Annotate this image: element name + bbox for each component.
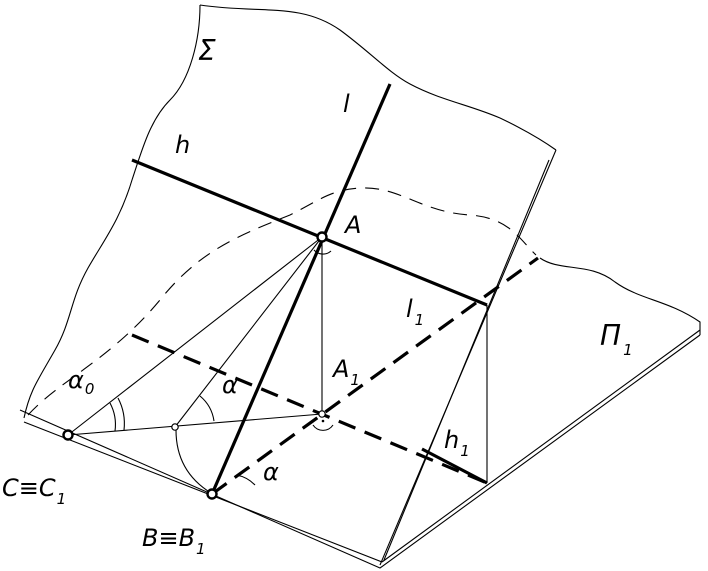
label-l: l [343, 90, 350, 118]
label-alpha0: α0 [68, 366, 94, 398]
label-A1: A1 [331, 355, 360, 389]
points [62, 231, 329, 500]
plane-pi1-front-edge-inner [23, 421, 383, 563]
arc-alpha0-outer [117, 397, 125, 431]
label-alpha-upper: α [222, 371, 238, 399]
dashed-l1-line [211, 256, 539, 496]
arc-alpha0-inner [109, 402, 116, 432]
arc-alpha-lower-left [175, 429, 212, 494]
label-A1-sub: 1 [350, 371, 360, 389]
label-B-main: B≡B [142, 524, 195, 552]
label-B: B≡B1 [142, 524, 206, 558]
label-C-sub: 1 [57, 490, 67, 508]
line-h [131, 158, 488, 307]
label-sigma: Σ [198, 34, 216, 67]
dashed-h1-line [131, 333, 488, 485]
main-lines [131, 83, 488, 495]
right-angle-A1 [312, 424, 334, 431]
right-angle-A [313, 249, 332, 255]
point-C [62, 429, 74, 441]
line-C-A [67, 236, 323, 436]
plane-pi1-right-inner [381, 329, 701, 563]
point-mid [171, 423, 179, 431]
label-h1: h1 [444, 426, 470, 460]
point-B [206, 488, 218, 500]
plane-sigma-left-edge [23, 4, 201, 419]
label-C: C≡C1 [2, 474, 66, 508]
right-angle-dot-A1 [321, 419, 325, 423]
label-l1-main: l [406, 295, 413, 323]
point-A [316, 231, 328, 243]
dashed-projections [131, 256, 539, 496]
label-l1-sub: 1 [415, 311, 425, 329]
label-C-main: C≡C [2, 474, 56, 502]
label-pi1-sub: 1 [623, 341, 633, 359]
label-alpha0-main: α [68, 366, 84, 394]
label-B-sub: 1 [196, 540, 206, 558]
plane-sigma-top-edge [199, 4, 557, 151]
plane-pi1 [19, 257, 701, 569]
right-angle-dot-A [325, 238, 329, 242]
construction-lines [67, 236, 488, 494]
trace-curve [27, 187, 537, 416]
plane-sigma-right-edge-inner [383, 159, 550, 561]
line-mid-A [174, 236, 323, 428]
label-h1-sub: 1 [460, 442, 470, 460]
label-h: h [175, 131, 190, 159]
line-C-A1 [67, 413, 323, 436]
plane-sigma [23, 4, 557, 566]
label-A: A [343, 211, 361, 239]
label-alpha0-sub: 0 [85, 380, 95, 398]
line-h1-segment [421, 447, 488, 485]
label-h1-main: h [444, 426, 459, 454]
line-l [210, 83, 392, 495]
label-pi1-main: Π [600, 319, 621, 352]
point-A1 [318, 410, 326, 418]
arc-alpha-upper [199, 395, 215, 422]
label-A1-main: A [331, 355, 349, 383]
plane-pi1-back-edge [539, 257, 701, 335]
label-alpha-lower: α [263, 458, 279, 486]
plane-pi1-front-edge [19, 334, 701, 569]
